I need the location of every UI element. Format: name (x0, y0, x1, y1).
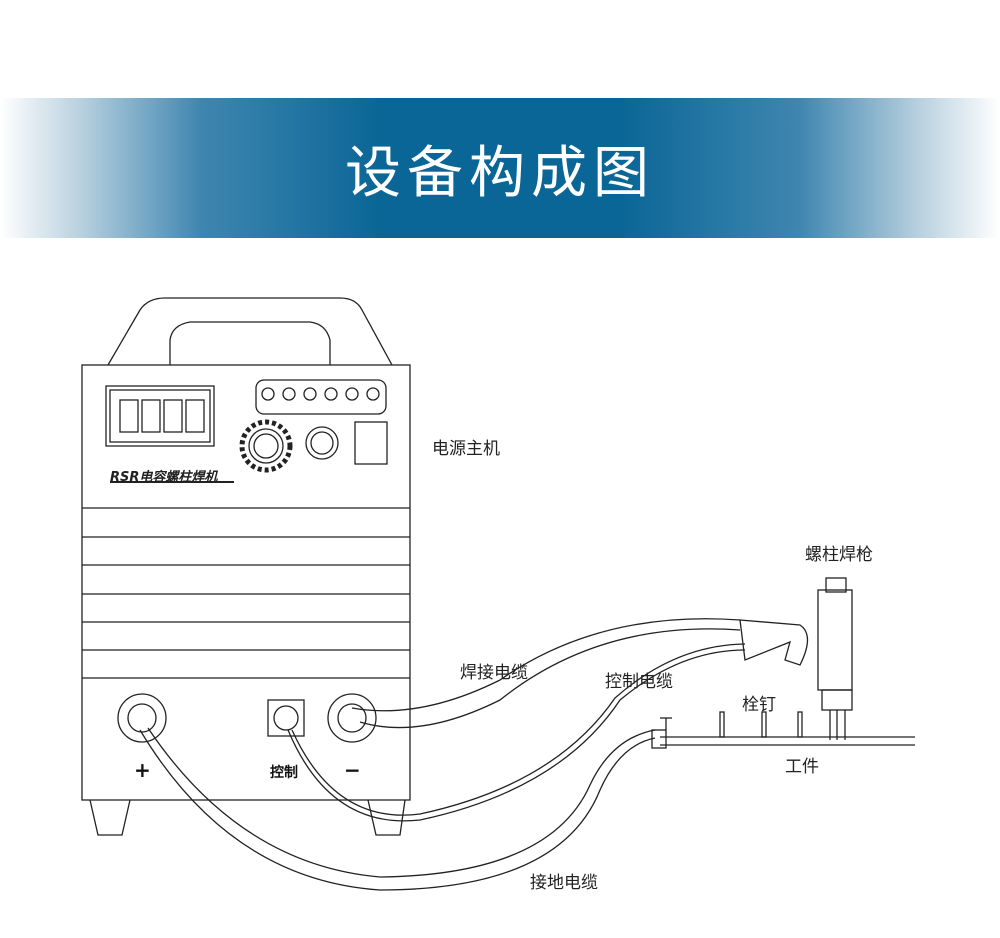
page-title: 设备构成图 (345, 141, 655, 206)
plus-terminal-label: + (134, 758, 151, 782)
machine-feet (89, 799, 406, 836)
weld-cable (351, 618, 741, 729)
ground-cable (139, 727, 656, 891)
title-banner (0, 98, 1000, 238)
indicator-lights (255, 379, 387, 415)
label-gun: 螺柱焊枪 (805, 545, 873, 565)
label-weld-cable: 焊接电缆 (460, 663, 528, 683)
minus-terminal-label: − (344, 758, 361, 782)
terminals (117, 693, 377, 743)
control-cable (287, 643, 746, 822)
display-panel (105, 385, 234, 483)
label-workpiece: 工件 (785, 757, 819, 777)
charge-button (305, 426, 339, 460)
workpiece (651, 717, 915, 749)
label-ground-cable: 接地电缆 (530, 873, 598, 893)
machine-body (81, 364, 411, 801)
studs (719, 711, 803, 738)
power-switch (354, 421, 388, 465)
label-power-unit: 电源主机 (432, 439, 500, 459)
label-control-cable: 控制电缆 (605, 672, 673, 692)
label-stud: 栓钉 (742, 695, 776, 715)
voltage-knob (239, 419, 293, 473)
control-terminal-label: 控制 (270, 765, 298, 781)
louvers (82, 507, 410, 679)
machine-brand: RSR电容螺柱焊机 (110, 470, 218, 485)
machine-handle (107, 297, 393, 366)
stud-gun (739, 577, 853, 740)
